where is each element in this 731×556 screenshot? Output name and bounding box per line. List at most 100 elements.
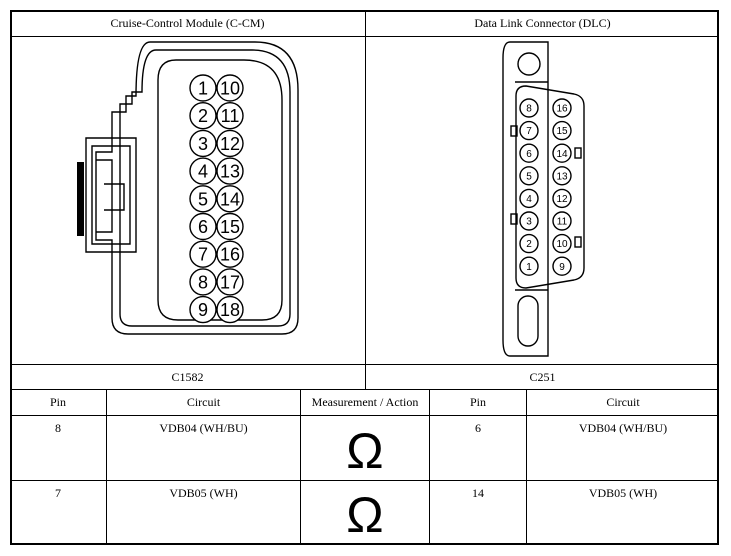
dlc-pin-4: 4 (519, 188, 539, 209)
dlc-pin-14: 14 (552, 143, 572, 163)
c-cm-pin-13: 13 (216, 157, 244, 185)
left-connector-title: Cruise-Control Module (C-CM) (110, 16, 265, 30)
c-cm-pin-8: 8 (189, 268, 217, 296)
svg-text:12: 12 (556, 194, 568, 205)
dlc-pin-6: 6 (519, 143, 539, 163)
svg-text:5: 5 (198, 189, 208, 209)
svg-text:11: 11 (557, 217, 568, 228)
row1-circuit-right: VDB04 (WH/BU) (578, 421, 668, 435)
svg-text:6: 6 (526, 149, 532, 160)
svg-text:8: 8 (526, 104, 532, 115)
ohm-meter-icon: Ω (346, 487, 384, 543)
divider (10, 36, 719, 37)
dlc-pin-11: 11 (552, 211, 572, 231)
c-cm-pin-4: 4 (189, 157, 217, 185)
dlc-pin-1: 1 (519, 256, 539, 276)
c-cm-pin-10: 10 (216, 74, 244, 102)
divider (10, 389, 719, 390)
c-cm-pin-14: 14 (216, 185, 244, 213)
svg-text:2: 2 (526, 239, 532, 250)
svg-text:12: 12 (220, 134, 240, 154)
divider (106, 389, 107, 545)
dlc-pin-2: 2 (519, 233, 539, 254)
divider (365, 10, 366, 390)
svg-text:16: 16 (220, 245, 240, 265)
c-cm-pin-2: 2 (189, 101, 217, 130)
c-cm-pin-7: 7 (189, 240, 217, 268)
svg-text:15: 15 (556, 126, 568, 137)
c-cm-pin-6: 6 (189, 212, 217, 241)
dlc-pin-9: 9 (552, 256, 572, 276)
svg-text:10: 10 (556, 239, 568, 250)
svg-text:15: 15 (220, 217, 240, 237)
dlc-pin-5: 5 (519, 166, 539, 186)
c-cm-pin-3: 3 (189, 129, 217, 158)
row1-circuit-left: VDB04 (WH/BU) (159, 421, 248, 435)
svg-text:18: 18 (220, 300, 240, 320)
diagram-frame (10, 10, 719, 545)
row1-pin-left: 8 (55, 421, 61, 435)
header-circuit-right: Circuit (606, 395, 640, 409)
svg-text:4: 4 (198, 162, 208, 182)
svg-text:13: 13 (556, 171, 568, 182)
row2-circuit-right: VDB05 (WH) (588, 486, 658, 500)
row2-pin-right: 14 (472, 486, 484, 500)
c-cm-pin-9: 9 (189, 295, 217, 324)
divider (10, 480, 719, 481)
header-circuit-left: Circuit (186, 395, 221, 409)
svg-text:11: 11 (221, 106, 240, 126)
right-connector-title: Data Link Connector (DLC) (474, 16, 611, 30)
divider (300, 389, 301, 545)
svg-text:6: 6 (198, 217, 208, 237)
divider (429, 389, 430, 545)
c-cm-pin-11: 11 (216, 101, 244, 130)
c-cm-pin-15: 15 (216, 212, 244, 241)
c-cm-pin-1: 1 (189, 74, 217, 102)
ohm-meter-icon: Ω (346, 423, 384, 479)
svg-text:7: 7 (198, 245, 208, 265)
c-cm-pin-18: 18 (216, 295, 244, 324)
divider (526, 389, 527, 545)
dlc-pin-10: 10 (552, 233, 572, 254)
svg-text:7: 7 (526, 126, 532, 137)
c-cm-pin-16: 16 (216, 240, 244, 268)
row2-circuit-left: VDB05 (WH) (169, 486, 238, 500)
c-cm-pin-5: 5 (189, 185, 217, 213)
svg-text:17: 17 (220, 272, 240, 292)
svg-text:10: 10 (220, 78, 240, 98)
c-cm-pin-17: 17 (216, 268, 244, 296)
c-cm-pin-12: 12 (216, 129, 244, 158)
svg-text:8: 8 (198, 272, 208, 292)
svg-text:3: 3 (198, 134, 208, 154)
dlc-pin-3: 3 (519, 211, 539, 231)
dlc-pin-16: 16 (552, 98, 572, 118)
svg-text:13: 13 (220, 162, 240, 182)
svg-text:9: 9 (198, 300, 208, 320)
svg-text:9: 9 (559, 262, 565, 273)
header-pin-left: Pin (49, 395, 66, 409)
dlc-pin-12: 12 (552, 188, 572, 209)
svg-text:1: 1 (198, 78, 208, 98)
dlc-pin-15: 15 (552, 120, 572, 141)
divider (10, 415, 719, 416)
svg-text:1: 1 (526, 262, 532, 273)
svg-text:14: 14 (556, 149, 568, 160)
row2-pin-left: 7 (55, 486, 61, 500)
right-connector-id: C251 (529, 370, 556, 384)
dlc-pin-7: 7 (519, 120, 539, 141)
row1-pin-right: 6 (475, 421, 481, 435)
svg-text:14: 14 (220, 189, 240, 209)
svg-text:16: 16 (556, 104, 568, 115)
dlc-pin-8: 8 (519, 98, 539, 118)
header-measurement: Measurement / Action (311, 395, 419, 409)
svg-text:4: 4 (526, 194, 532, 205)
svg-text:2: 2 (198, 106, 208, 126)
dlc-pin-13: 13 (552, 166, 572, 186)
svg-text:5: 5 (526, 171, 532, 182)
left-connector-id: C1582 (171, 370, 204, 384)
divider (10, 364, 719, 365)
header-pin-right: Pin (469, 395, 486, 409)
